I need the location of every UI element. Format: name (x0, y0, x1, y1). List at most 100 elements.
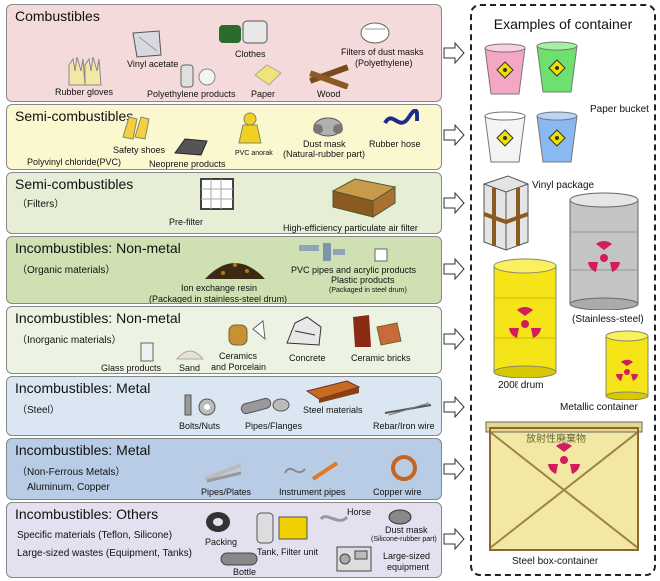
band-title: Incombustibles: Others (15, 506, 159, 522)
pipes-flanges-icon (240, 397, 290, 415)
arrow-right-icon (443, 458, 465, 480)
dust-mask-icon (313, 117, 343, 137)
ion-exchange-resin-icon (205, 263, 265, 279)
label-dust-mask-others: Dust mask (385, 525, 428, 535)
sand-icon (175, 350, 205, 360)
label-packing: Packing (205, 537, 238, 547)
metallic-container-icon (605, 330, 649, 400)
category-band-combustibles: Combustibles Vinyl acetate Clothes Filte… (6, 4, 442, 102)
instrument-pipes-icon (284, 461, 339, 481)
vinyl-acetate-icon (132, 30, 162, 58)
safety-shoes-icon (122, 116, 150, 140)
rebar-icon (384, 402, 432, 416)
label-rubber-gloves: Rubber gloves (55, 87, 114, 97)
label-hepa-filter: High-efficiency particulate air filter (283, 223, 418, 233)
rubber-gloves-icon (68, 56, 102, 86)
ceramics-icon (228, 320, 266, 346)
label-plastic-products: Plastic products (331, 275, 395, 285)
label-large-sized: Large-sized (383, 551, 431, 561)
band-subtitle: （Inorganic materials） (17, 335, 122, 346)
label-steel-materials: Steel materials (303, 405, 363, 415)
steel-materials-icon (305, 380, 361, 403)
band-title: Incombustibles: Non-metal (15, 310, 181, 326)
label-stainless-steel: (Stainless-steel) (572, 314, 644, 325)
label-specific-materials: Specific materials (Teflon, Silicone) (17, 530, 173, 541)
label-paper: Paper (251, 89, 276, 99)
ceramic-bricks-icon (353, 315, 402, 347)
category-band-others: Incombustibles: Others Specific material… (6, 502, 442, 578)
arrow-right-icon (443, 192, 465, 214)
drum-200l-icon (493, 258, 557, 378)
clothes-icon (219, 20, 268, 44)
band-title: Incombustibles: Non-metal (15, 240, 181, 256)
label-wood: Wood (317, 89, 341, 99)
label-clothes: Clothes (235, 49, 266, 59)
label-ceramics: Ceramics (219, 351, 258, 361)
category-band-steel: Incombustibles: Metal （Steel） Steel mate… (6, 376, 442, 436)
label-packaged-steel: (Packaged in steel drum) (329, 287, 407, 294)
pre-filter-icon (200, 178, 234, 210)
label-rubber-hose: Rubber hose (369, 139, 421, 149)
label-pvc-anorak: PVC anorak (235, 150, 273, 157)
label-ceramic-bricks: Ceramic bricks (351, 353, 411, 363)
label-pvc-pipes: PVC pipes and acrylic products (291, 265, 417, 275)
band-title: Incombustibles: Metal (15, 380, 151, 396)
category-band-organic: Incombustibles: Non-metal （Organic mater… (6, 236, 442, 304)
label-filters-dust-masks: Filters of dust masks (341, 47, 424, 57)
label-aluminum-copper: Aluminum, Copper (27, 482, 110, 493)
label-natural-rubber-part: (Natural-rubber part) (283, 149, 366, 159)
glass-products-icon (140, 342, 154, 362)
rubber-hose-icon (383, 109, 419, 125)
arrow-right-icon (443, 396, 465, 418)
hepa-filter-icon (331, 178, 397, 218)
steel-box-container-icon (485, 421, 643, 551)
label-glass-products: Glass products (101, 363, 162, 373)
label-bolts-nuts: Bolts/Nuts (179, 421, 221, 431)
packing-icon (206, 512, 230, 532)
band-subtitle: （Organic materials） (17, 265, 116, 276)
label-rebar-iron-wire: Rebar/Iron wire (373, 421, 435, 431)
arrow-right-icon (443, 124, 465, 146)
category-band-semi-combustibles: Semi-combustibles Safety shoes PVC anora… (6, 104, 442, 170)
label-concrete: Concrete (289, 353, 326, 363)
paper-bucket-white-icon (484, 111, 526, 163)
band-title: Semi-combustibles (15, 108, 134, 124)
vinyl-package-icon (483, 175, 529, 251)
label-safety-shoes: Safety shoes (113, 145, 166, 155)
label-vinyl-package: Vinyl package (532, 180, 595, 191)
paper-bucket-blue-icon (536, 111, 578, 163)
label-equipment: equipment (387, 562, 430, 572)
dust-mask-filter-icon (360, 22, 390, 44)
label-200l-drum: 200ℓ drum (498, 380, 544, 391)
arrow-right-icon (443, 328, 465, 350)
label-sand: Sand (179, 363, 201, 373)
band-title: Combustibles (15, 8, 100, 24)
pvc-anorak-icon (238, 112, 262, 144)
arrow-right-icon (443, 258, 465, 280)
label-pvc: Polyvinyl chloride(PVC) (27, 157, 122, 167)
label-vinyl-acetate: Vinyl acetate (127, 59, 179, 69)
tank-filter-icon (256, 512, 308, 544)
band-subtitle: （Steel） (17, 405, 60, 416)
label-horse: Horse (347, 507, 372, 517)
label-bottle: Bottle (233, 567, 257, 577)
paper-icon (254, 64, 282, 86)
container-panel: Examples of container Paper bucket Vinyl… (470, 4, 656, 576)
label-steel-box-container: Steel box-container (512, 556, 599, 567)
label-porcelain: and Porcelain (211, 362, 267, 372)
box-marking-text: 放射性廃棄物 (526, 434, 586, 445)
bolts-nuts-icon (184, 394, 216, 416)
label-instrument-pipes: Instrument pipes (279, 487, 346, 497)
label-copper-wire: Copper wire (373, 487, 422, 497)
category-band-filters: Semi-combustibles （Filters） Pre-filter H… (6, 172, 442, 234)
label-polyethylene-products: Polyethylene products (147, 89, 236, 99)
label-neoprene-products: Neoprene products (149, 159, 226, 169)
label-pipes-plates: Pipes/Plates (201, 487, 252, 497)
concrete-icon (286, 316, 322, 346)
silicone-dust-mask-icon (388, 509, 412, 525)
label-paper-bucket: Paper bucket (590, 104, 649, 115)
label-pipes-flanges: Pipes/Flanges (245, 421, 303, 431)
label-dust-mask: Dust mask (303, 139, 346, 149)
bottle-icon (220, 552, 258, 566)
large-equipment-icon (336, 546, 372, 572)
